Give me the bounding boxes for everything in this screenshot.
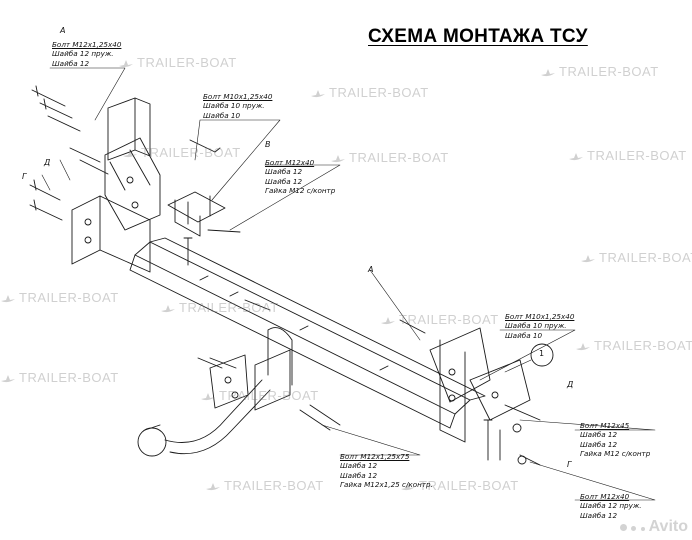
boat-logo-icon <box>331 154 345 162</box>
boat-logo-icon <box>401 482 415 490</box>
callout-bottom-center: Болт М12х1,25х75 Шайба 12 Шайба 12 Гайка… <box>340 452 433 489</box>
boat-logo-icon <box>581 254 595 262</box>
avito-logo-icon <box>619 518 645 536</box>
item-number-circle <box>530 343 554 367</box>
callout-g-bottom: Болт М12х40 Шайба 12 пруж. Шайба 12 <box>580 492 642 520</box>
callout-line: Гайка М12 с/контр <box>580 448 651 458</box>
callout-line: Шайба 10 пруж. <box>505 321 567 331</box>
watermark: TRAILER-BOAT <box>310 85 429 100</box>
callout-line: Болт М12х1,25х75 <box>340 452 410 461</box>
leader-lines <box>41 67 656 501</box>
boat-logo-icon <box>1 374 15 382</box>
boat-logo-icon <box>569 152 583 160</box>
boat-logo-icon <box>311 89 325 97</box>
watermark: TRAILER-BOAT <box>0 370 119 385</box>
callout-line: Шайба 12 <box>265 176 303 186</box>
boat-logo-icon <box>1 294 15 302</box>
boat-logo-icon <box>381 316 395 324</box>
watermark: TRAILER-BOAT <box>575 338 692 353</box>
callout-line: Шайба 12 <box>340 470 378 480</box>
boat-logo-icon <box>161 304 175 312</box>
callout-m10-right: Болт М10х1,25х40 Шайба 10 пруж. Шайба 10 <box>505 312 574 340</box>
right-bracket <box>429 327 531 443</box>
item-number: 1 <box>539 349 545 358</box>
label-d-right: Д <box>567 380 574 389</box>
callout-line: Шайба 10 пруж. <box>203 101 265 111</box>
watermark: TRAILER-BOAT <box>205 478 324 493</box>
watermark: TRAILER-BOAT <box>200 388 319 403</box>
callout-line: Шайба 12 <box>340 461 378 471</box>
top-left-plate <box>107 97 151 161</box>
label-a-top: А <box>60 26 66 35</box>
watermark: TRAILER-BOAT <box>122 145 241 160</box>
u-bolt <box>267 327 293 386</box>
boat-logo-icon <box>201 392 215 400</box>
label-g-right: Г <box>567 460 572 469</box>
main-crossbar <box>129 237 486 429</box>
boat-logo-icon <box>119 59 133 67</box>
label-d-left: Д <box>44 158 51 167</box>
watermark: TRAILER-BOAT <box>580 250 692 265</box>
bolts <box>29 85 541 466</box>
callout-line: Болт М10х1,25х40 <box>505 312 575 321</box>
boat-logo-icon <box>576 342 590 350</box>
watermark: TRAILER-BOAT <box>380 312 499 327</box>
avito-watermark: Avito <box>619 518 688 536</box>
watermark: TRAILER-BOAT <box>400 478 519 493</box>
watermark: TRAILER-BOAT <box>118 55 237 70</box>
callout-line: Шайба 12 <box>580 439 618 449</box>
callout-line: Шайба 12 пруж. <box>580 501 642 511</box>
callout-line: Болт М12х40 <box>265 158 315 167</box>
watermark: TRAILER-BOAT <box>160 300 279 315</box>
diagram-title: СХЕМА МОНТАЖА ТСУ <box>368 26 588 47</box>
callout-b: Болт М12х40 Шайба 12 Шайба 12 Гайка М12 … <box>265 158 335 195</box>
callout-d-right: Болт М12х45 Шайба 12 Шайба 12 Гайка М12 … <box>580 421 650 458</box>
watermark: TRAILER-BOAT <box>0 290 119 305</box>
callout-line: Гайка М12 с/контр <box>265 185 336 195</box>
watermark: TRAILER-BOAT <box>330 150 449 165</box>
callout-line: Болт М10х1,25х40 <box>203 92 273 101</box>
label-a-mid: А <box>368 265 374 274</box>
left-bracket <box>71 137 161 273</box>
callout-line: Шайба 10 <box>505 330 543 340</box>
callout-line: Болт М12х1,25х40 <box>52 40 122 49</box>
label-b: В <box>265 140 271 149</box>
callout-line: Болт М12х45 <box>580 421 630 430</box>
tow-ball <box>137 349 291 457</box>
watermark: TRAILER-BOAT <box>540 64 659 79</box>
callout-line: Шайба 12 пруж. <box>52 49 114 59</box>
center-clamp <box>167 191 226 237</box>
callout-line: Шайба 10 <box>203 110 241 120</box>
callout-line: Шайба 12 <box>52 58 90 68</box>
watermark: TRAILER-BOAT <box>568 148 687 163</box>
boat-logo-icon <box>206 482 220 490</box>
callout-a-top: Болт М12х1,25х40 Шайба 12 пруж. Шайба 12 <box>52 40 121 68</box>
label-g-left: Г <box>22 172 27 181</box>
callout-m10-top: Болт М10х1,25х40 Шайба 10 пруж. Шайба 10 <box>203 92 272 120</box>
callout-line: Шайба 12 <box>580 510 618 520</box>
callout-line: Болт М12х40 <box>580 492 630 501</box>
callout-line: Шайба 12 <box>265 167 303 177</box>
callout-line: Гайка М12х1,25 с/контр. <box>340 479 433 489</box>
avito-text: Avito <box>648 518 688 535</box>
boat-logo-icon <box>123 149 137 157</box>
boat-logo-icon <box>541 68 555 76</box>
callout-line: Шайба 12 <box>580 430 618 440</box>
